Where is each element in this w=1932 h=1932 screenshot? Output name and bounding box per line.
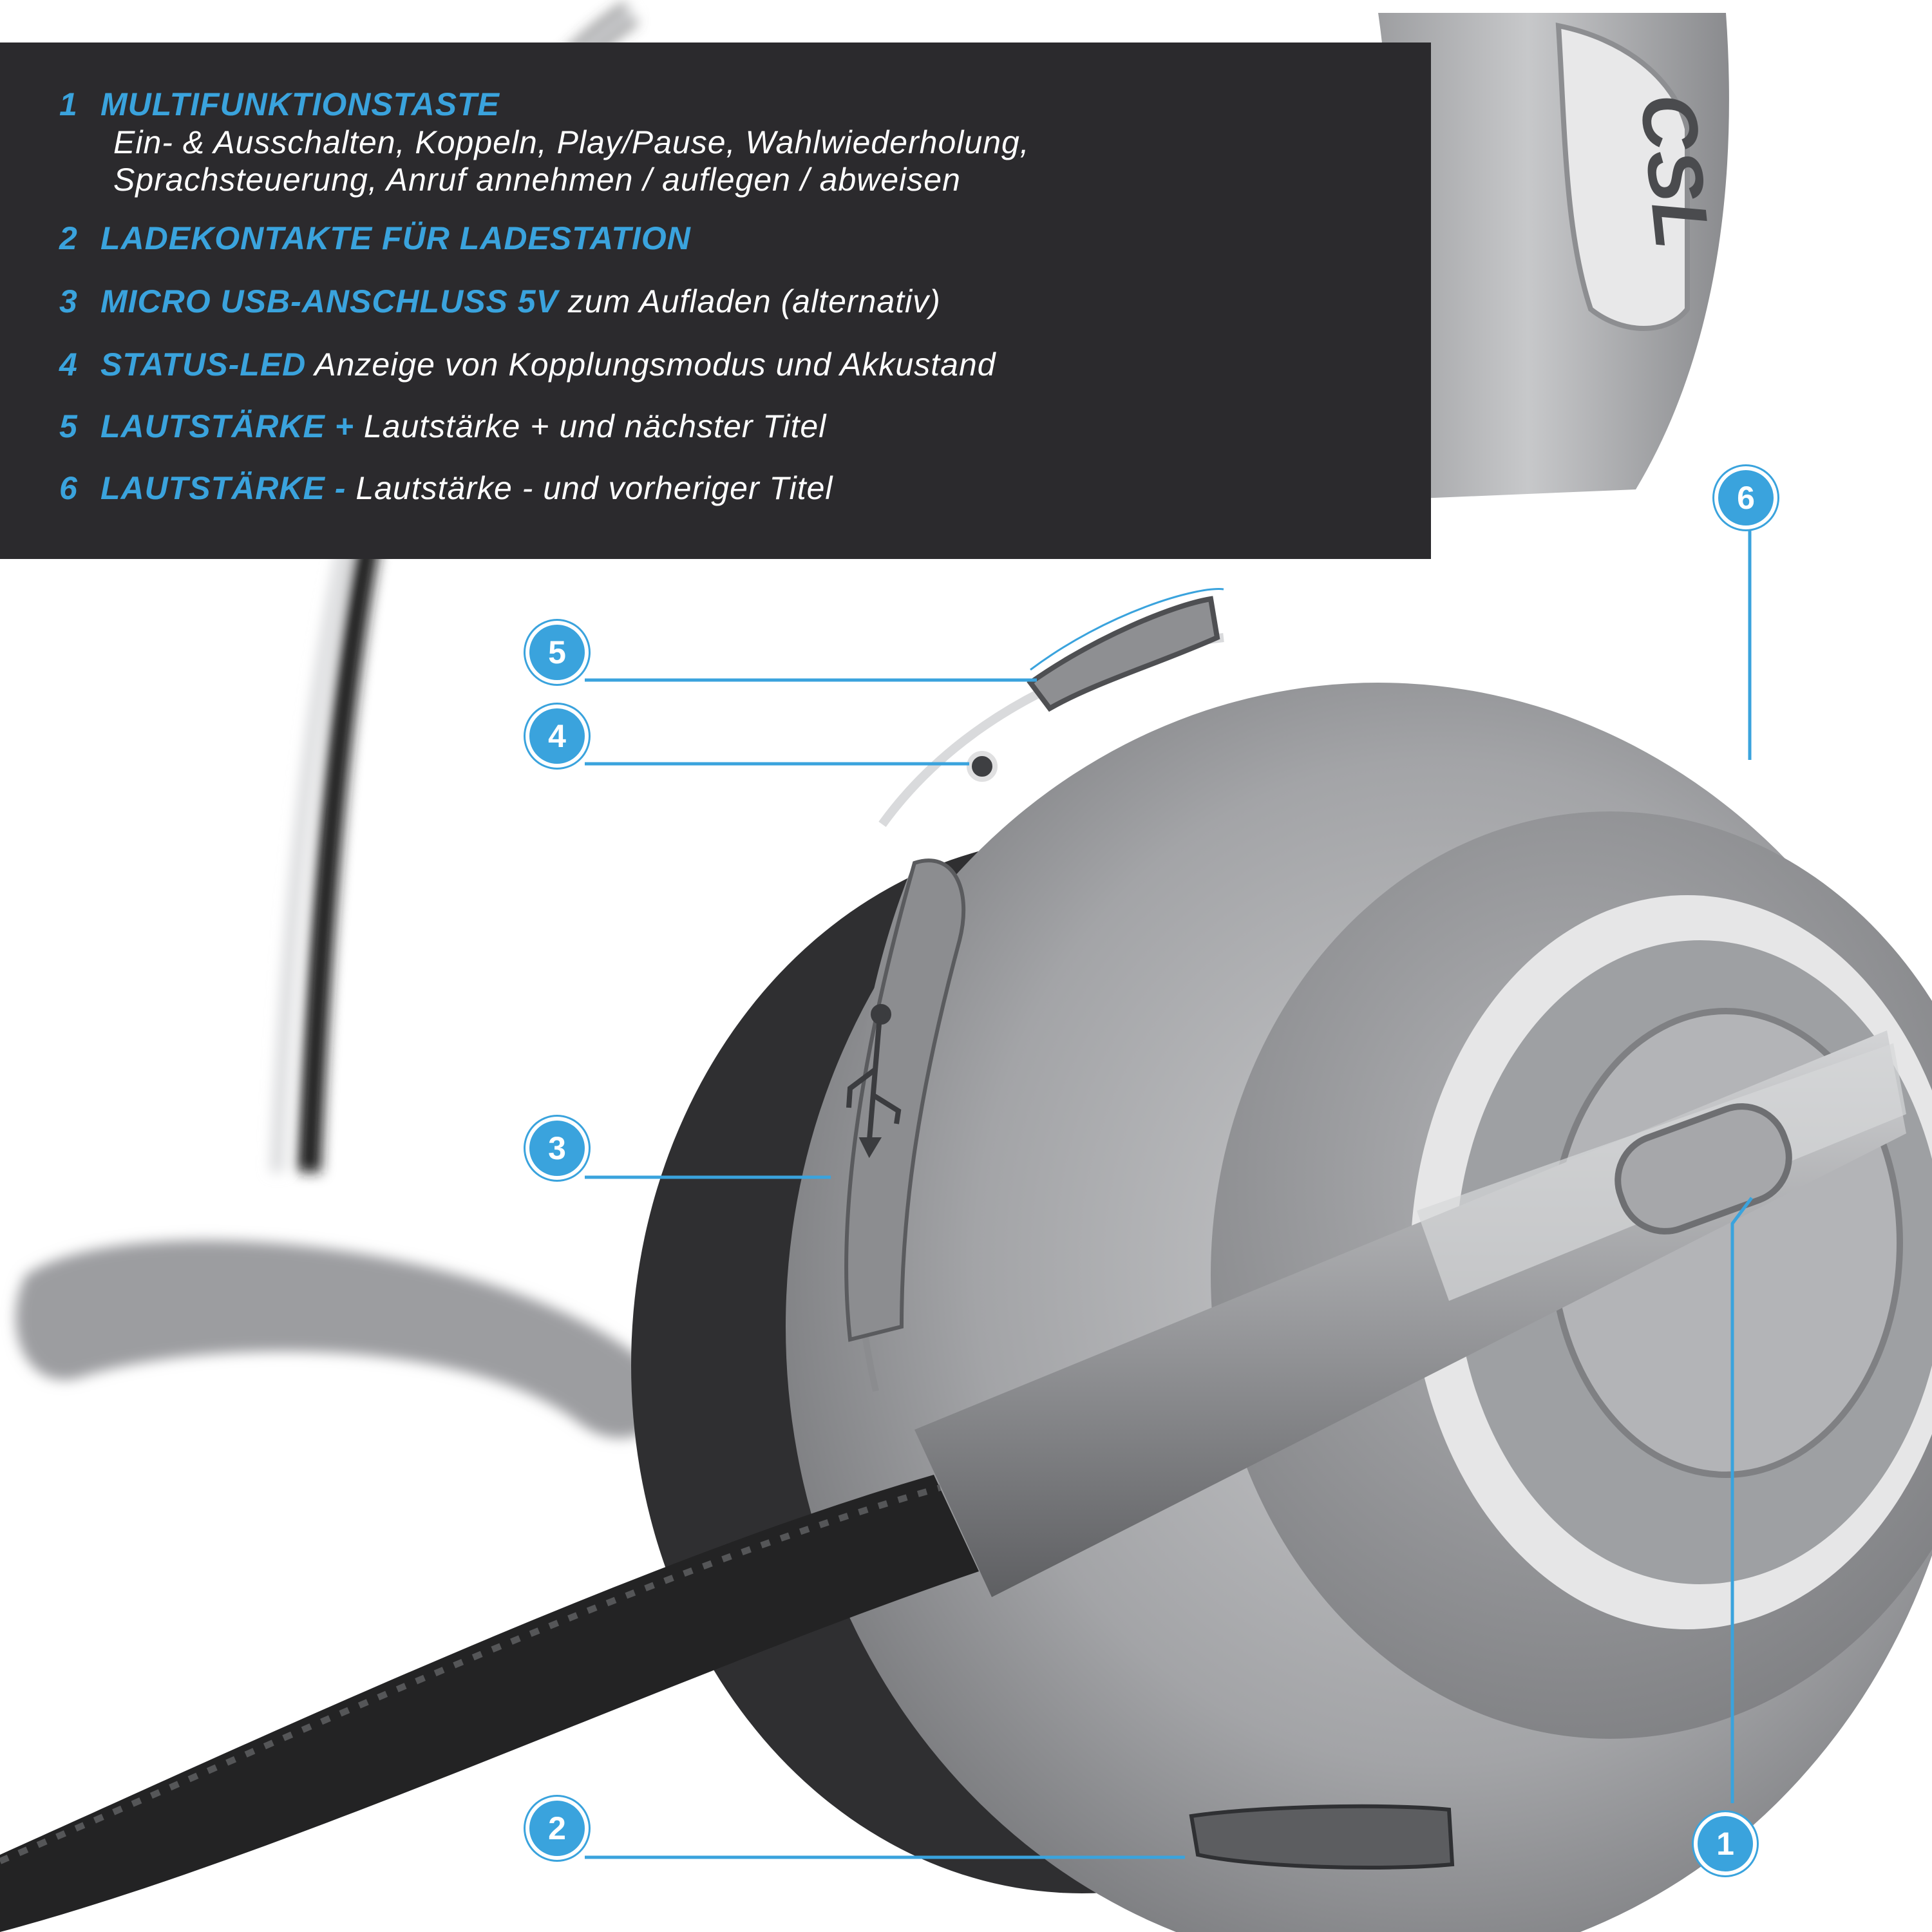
- legend-heading: LADEKONTAKTE FÜR LADESTATION: [100, 220, 691, 256]
- micro-usb-cover[interactable]: [844, 858, 966, 1342]
- feature-legend-panel: 1 MULTIFUNKTIONSTASTE Ein- & Ausschalten,…: [0, 43, 1431, 559]
- legend-description: Lautstärke + und nächster Titel: [354, 408, 827, 444]
- legend-number: 3: [59, 283, 78, 319]
- legend-description-line: Ein- & Ausschalten, Koppeln, Play/Pause,…: [113, 124, 1030, 160]
- legend-heading: MULTIFUNKTIONSTASTE: [100, 86, 500, 122]
- status-led: [967, 751, 998, 782]
- legend-number: 1: [59, 86, 78, 122]
- legend-item-3: 3 MICRO USB-ANSCHLUSS 5V zum Aufladen (al…: [59, 282, 941, 321]
- legend-heading: MICRO USB-ANSCHLUSS 5V: [100, 283, 558, 319]
- legend-number: 5: [59, 408, 78, 444]
- legend-item-4: 4 STATUS-LED Anzeige von Kopplungsmodus u…: [59, 345, 996, 384]
- callout-marker-5: 5: [526, 621, 589, 684]
- multifunction-button[interactable]: [1605, 1094, 1801, 1244]
- legend-item-5: 5 LAUTSTÄRKE + Lautstärke + und nächster …: [59, 407, 826, 446]
- legend-description: zum Aufladen (alternativ): [558, 283, 941, 319]
- volume-plus-button[interactable]: [1027, 596, 1220, 712]
- callout-marker-2: 2: [526, 1797, 589, 1860]
- legend-heading: STATUS-LED: [100, 346, 307, 383]
- callout-marker-1: 1: [1694, 1812, 1757, 1875]
- legend-description: Lautstärke - und vorheriger Titel: [346, 470, 833, 506]
- legend-description: Anzeige von Kopplungsmodus und Akkustand: [306, 346, 996, 383]
- legend-heading: LAUTSTÄRKE +: [100, 408, 354, 444]
- callout-marker-3: 3: [526, 1117, 589, 1180]
- legend-number: 6: [59, 470, 78, 506]
- callout-marker-4: 4: [526, 705, 589, 768]
- usb-icon: [846, 1004, 902, 1159]
- legend-heading: LAUTSTÄRKE -: [100, 470, 346, 506]
- legend-number: 2: [59, 220, 78, 256]
- brand-logo: CSL: [1624, 90, 1726, 252]
- charging-contacts: [1189, 1804, 1455, 1870]
- legend-number: 4: [59, 346, 78, 383]
- legend-item-1: 1 MULTIFUNKTIONSTASTE: [59, 85, 500, 124]
- callout-marker-6: 6: [1714, 466, 1777, 529]
- legend-item-6: 6 LAUTSTÄRKE - Lautstärke - und vorherige…: [59, 469, 833, 507]
- gooseneck: [0, 1475, 979, 1932]
- callout-lines: [585, 528, 1753, 1859]
- legend-description-line: Sprachsteuerung, Anruf annehmen / aufleg…: [113, 162, 961, 198]
- legend-item-2: 2 LADEKONTAKTE FÜR LADESTATION: [59, 219, 691, 258]
- brand-plate: [1555, 23, 1690, 331]
